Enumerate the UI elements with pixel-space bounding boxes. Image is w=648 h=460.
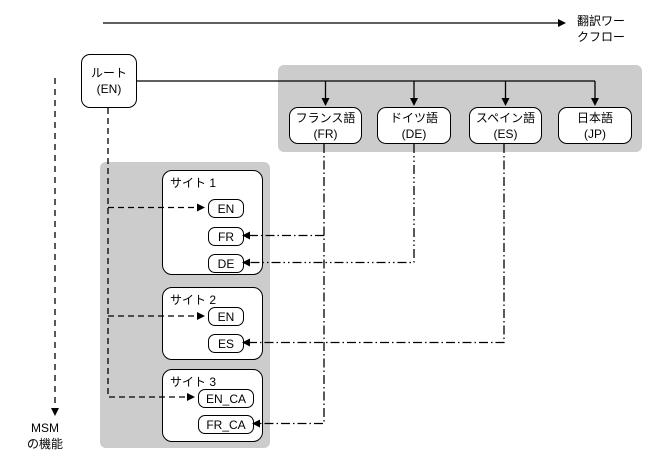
site-1-locale-en: EN (208, 199, 244, 218)
site-2-locale-es: ES (208, 334, 244, 353)
node-language-es-name: スペイン語 (475, 110, 536, 125)
site-3-locale-fr-ca-label: FR_CA (206, 417, 246, 432)
node-language-jp-name: 日本語 (576, 110, 613, 125)
site-1-locale-fr: FR (208, 227, 244, 246)
site-1-locale-en-label: EN (217, 201, 235, 216)
node-language-es-code: (ES) (493, 126, 518, 141)
node-language-jp: 日本語 (JP) (558, 107, 632, 144)
node-language-fr-code: (FR) (313, 126, 338, 141)
node-site-2-label: サイト 2 (170, 293, 217, 307)
site-3-locale-en-ca-label: EN_CA (205, 391, 246, 406)
site-2-locale-en-label: EN (217, 309, 235, 324)
node-language-fr-name: フランス語 (295, 110, 356, 125)
connector-de-to-site1-de (242, 144, 415, 267)
node-site-3-label: サイト 3 (170, 375, 217, 389)
site-1-locale-de-label: DE (217, 256, 235, 271)
node-language-jp-code: (JP) (584, 126, 606, 141)
node-site-3: サイト 3 EN_CA FR_CA (162, 369, 263, 442)
workflow-axis-label-line2: クフロー (577, 30, 626, 44)
node-site-2: サイト 2 EN ES (162, 287, 263, 360)
msm-axis-label-line1: MSM (31, 421, 59, 435)
node-site-1-label: サイト 1 (170, 176, 217, 190)
node-language-fr: フランス語 (FR) (289, 107, 362, 144)
workflow-axis-label-line1: 翻訳ワー (577, 14, 626, 28)
connector-es-to-site2-es (242, 144, 505, 347)
site-2-locale-en: EN (208, 307, 244, 326)
node-root: ルート (EN) (81, 54, 137, 108)
site-1-locale-de: DE (208, 254, 244, 273)
site-3-locale-fr-ca: FR_CA (198, 415, 254, 434)
msm-axis-label-line2: の機能 (26, 437, 63, 451)
node-language-es: スペイン語 (ES) (469, 107, 542, 144)
node-language-de-code: (DE) (401, 126, 427, 141)
node-root-code: (EN) (96, 82, 122, 96)
node-site-1: サイト 1 EN FR DE (162, 170, 263, 275)
site-2-locale-es-label: ES (217, 336, 234, 351)
node-language-de-name: ドイツ語 (389, 110, 438, 125)
workflow-axis-label: 翻訳ワー クフロー (577, 13, 625, 45)
site-1-locale-fr-label: FR (218, 229, 234, 244)
node-language-de: ドイツ語 (DE) (377, 107, 451, 144)
site-3-locale-en-ca: EN_CA (198, 389, 254, 408)
msm-axis-label: MSM の機能 (19, 420, 71, 452)
node-root-name: ルート (90, 66, 127, 80)
